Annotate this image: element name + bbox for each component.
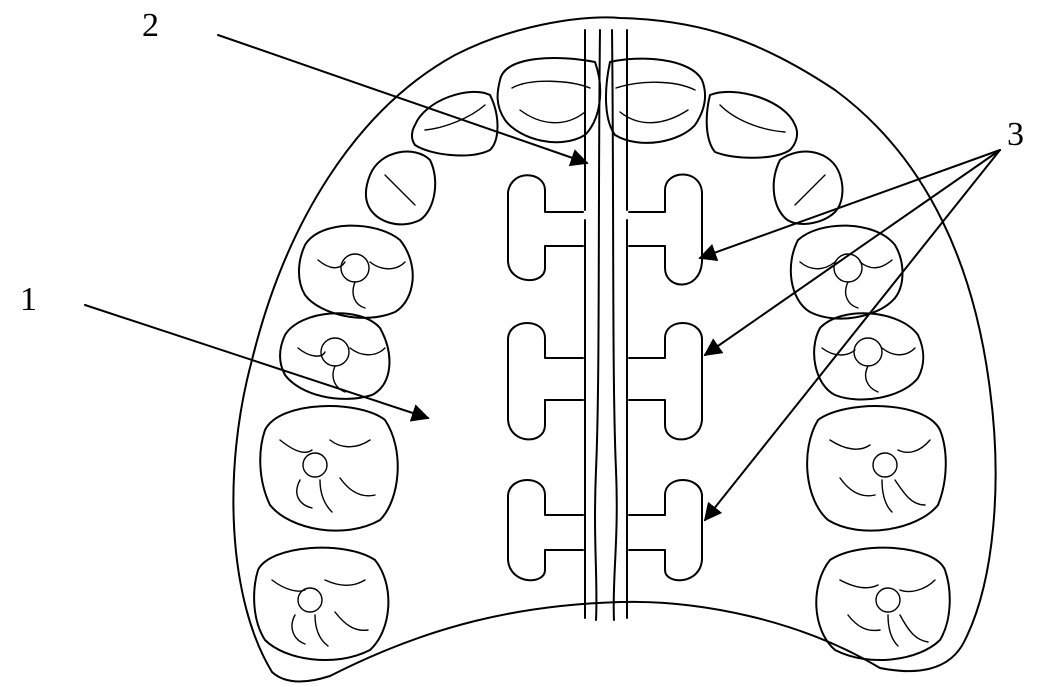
right-segment-2 <box>629 323 702 439</box>
teeth-right-arch <box>606 59 950 660</box>
callout-label-1: 1 <box>20 281 37 318</box>
arrow-3a <box>700 150 1000 258</box>
leader-arrows <box>85 35 1000 520</box>
arrow-1 <box>85 305 428 418</box>
midline-screw <box>585 30 627 620</box>
callout-label-3: 3 <box>1007 116 1024 153</box>
right-anchor-segments <box>629 175 702 581</box>
right-segment-1 <box>629 175 702 285</box>
teeth-left-arch <box>254 58 600 660</box>
callout-label-2: 2 <box>142 7 159 44</box>
arrow-3c <box>705 150 1000 520</box>
arrow-2 <box>218 35 587 163</box>
right-segment-3 <box>629 480 702 580</box>
left-anchor-segments <box>508 175 583 580</box>
